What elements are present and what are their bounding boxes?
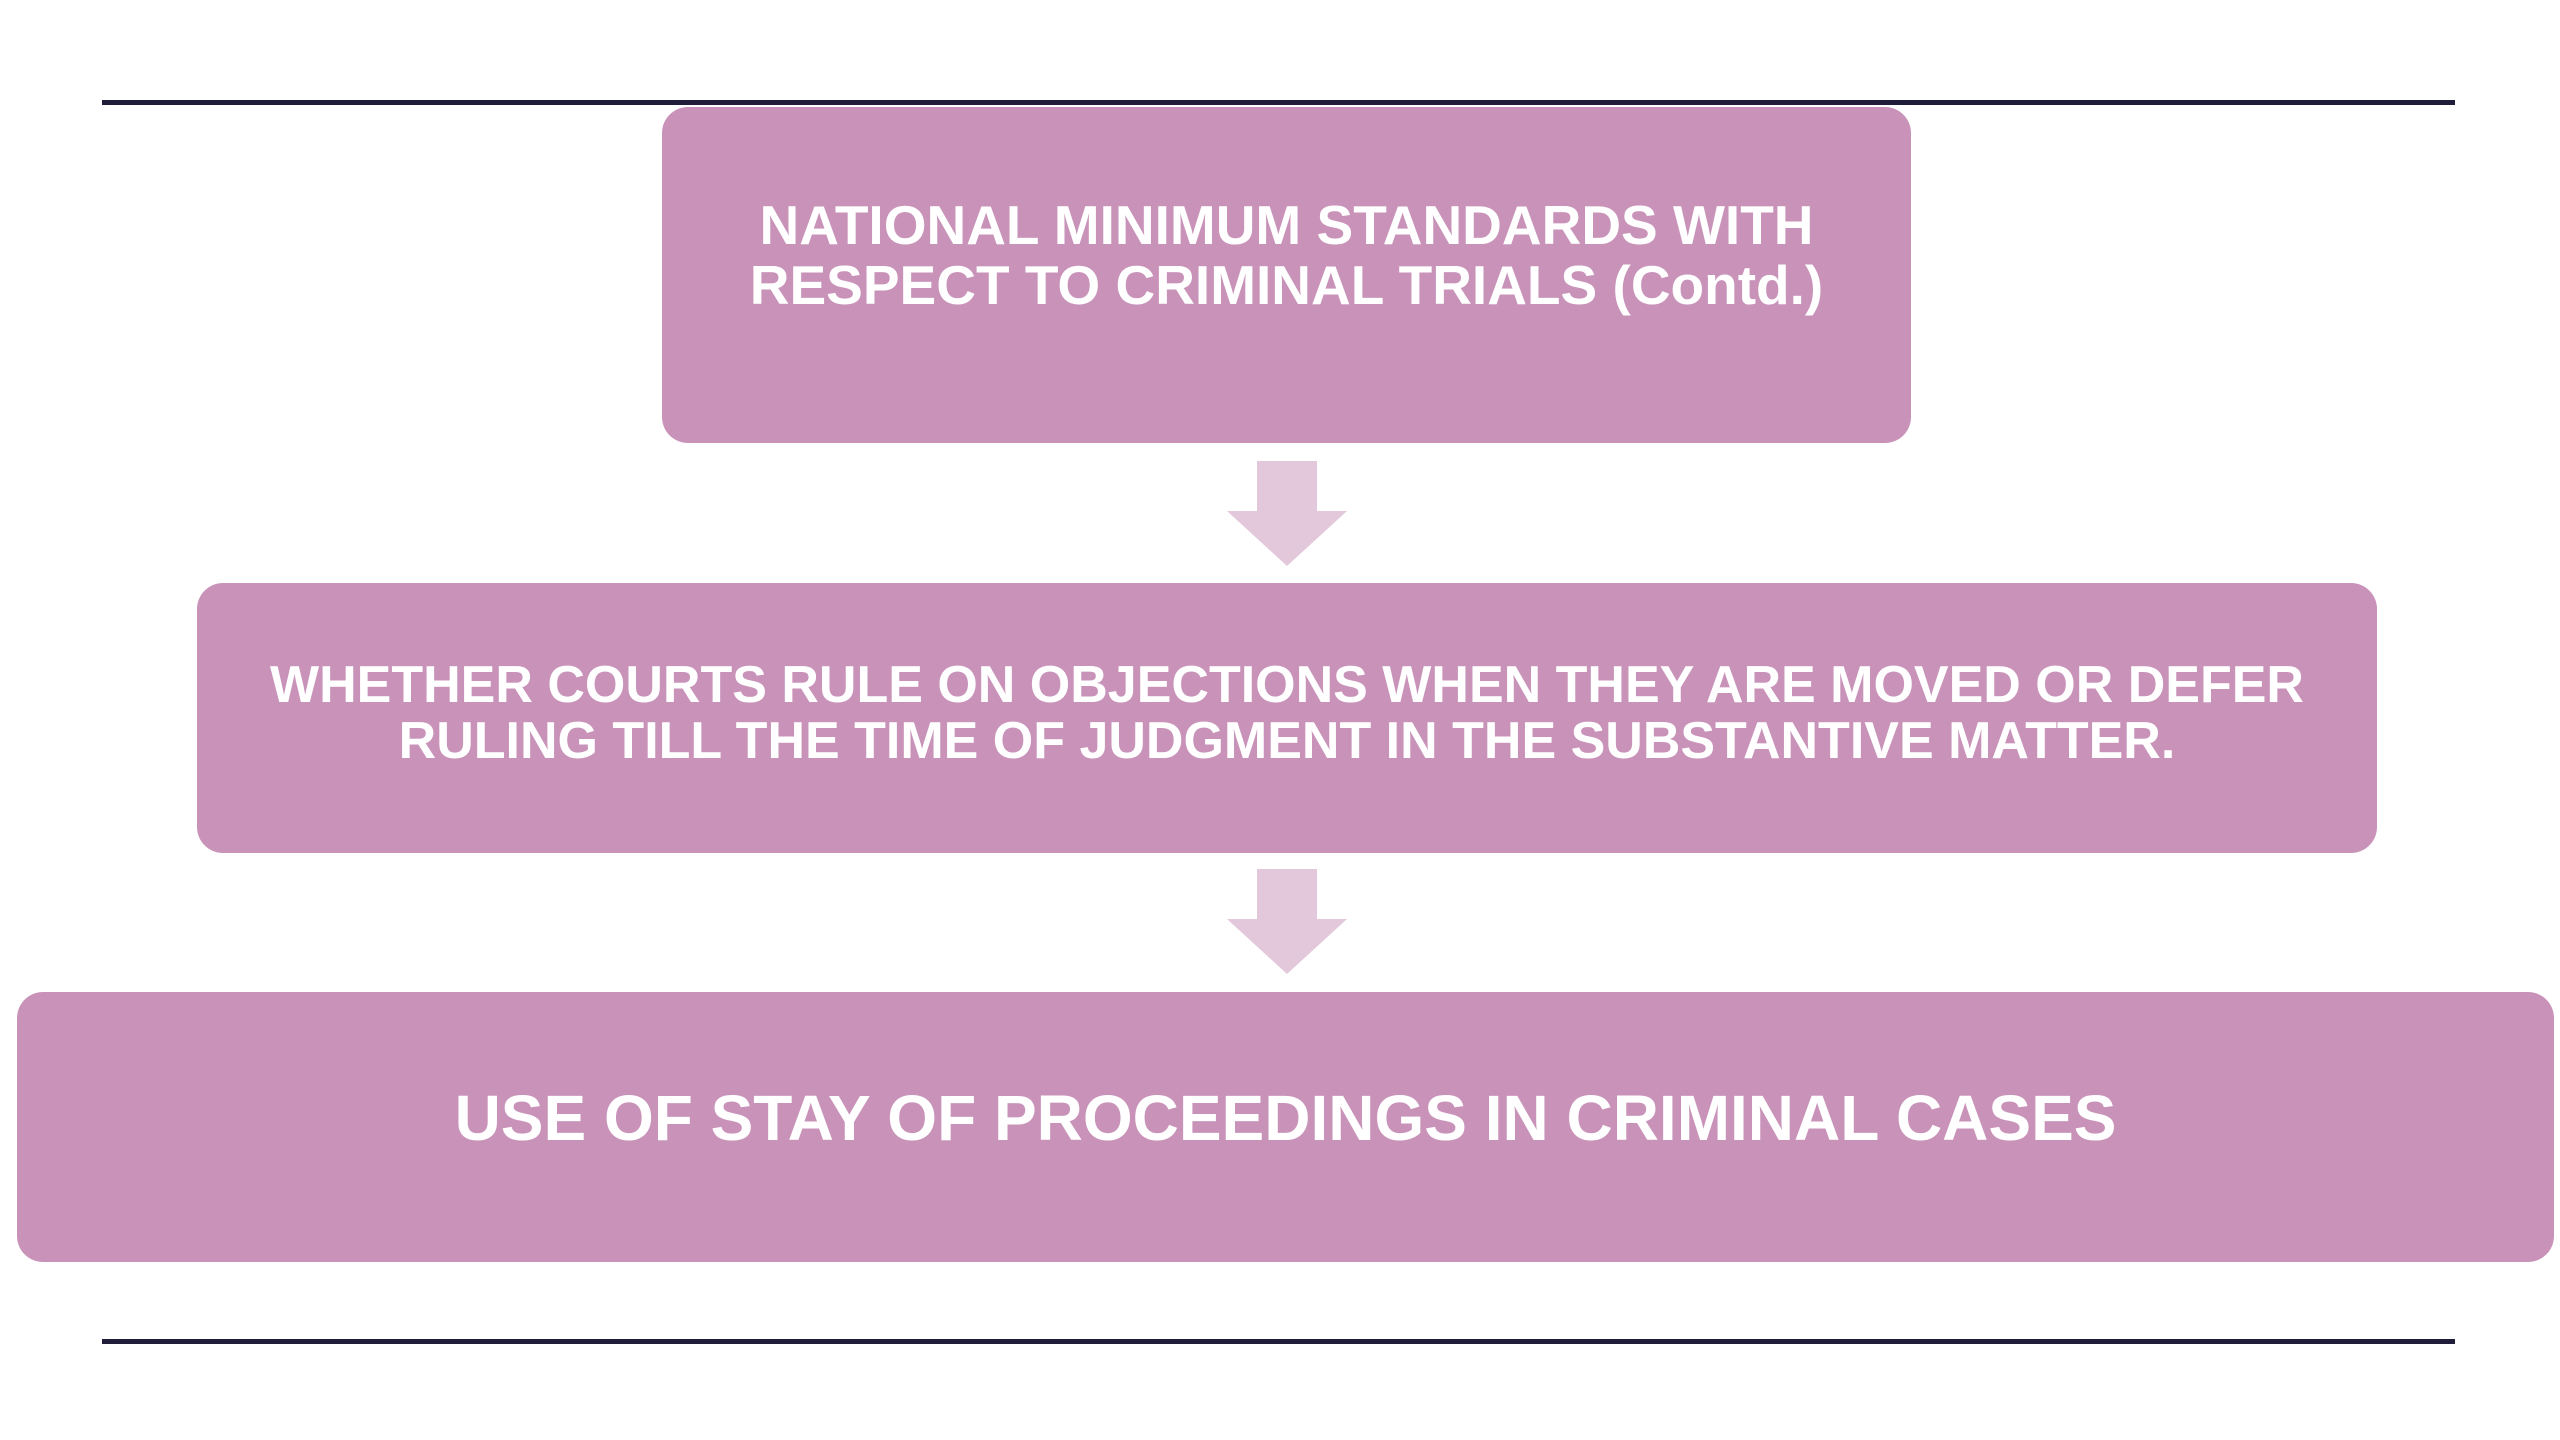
flow-box-line: RULING TILL THE TIME OF JUDGMENT IN THE …: [398, 712, 2176, 770]
flow-box-line: USE OF STAY OF PROCEEDINGS IN CRIMINAL C…: [454, 1082, 2117, 1154]
flow-box-line: WHETHER COURTS RULE ON OBJECTIONS WHEN T…: [270, 656, 2304, 714]
top-divider: [102, 100, 2455, 105]
arrow-down-icon: [1227, 869, 1347, 974]
flow-box-line: RESPECT TO CRIMINAL TRIALS (Contd.): [749, 254, 1824, 316]
bottom-divider: [102, 1339, 2455, 1344]
flow-box-text: WHETHER COURTS RULE ON OBJECTIONS WHEN T…: [270, 657, 2304, 769]
flow-box-national-standards: NATIONAL MINIMUM STANDARDS WITH RESPECT …: [662, 107, 1911, 443]
flow-box-objection-rulings: WHETHER COURTS RULE ON OBJECTIONS WHEN T…: [197, 583, 2377, 853]
flow-box-line: NATIONAL MINIMUM STANDARDS WITH: [759, 194, 1814, 256]
flow-box-stay-of-proceedings: USE OF STAY OF PROCEEDINGS IN CRIMINAL C…: [17, 992, 2554, 1262]
flow-box-text: NATIONAL MINIMUM STANDARDS WITH RESPECT …: [750, 195, 1823, 315]
flow-box-text: USE OF STAY OF PROCEEDINGS IN CRIMINAL C…: [455, 1083, 2117, 1153]
arrow-down-icon: [1227, 461, 1347, 566]
